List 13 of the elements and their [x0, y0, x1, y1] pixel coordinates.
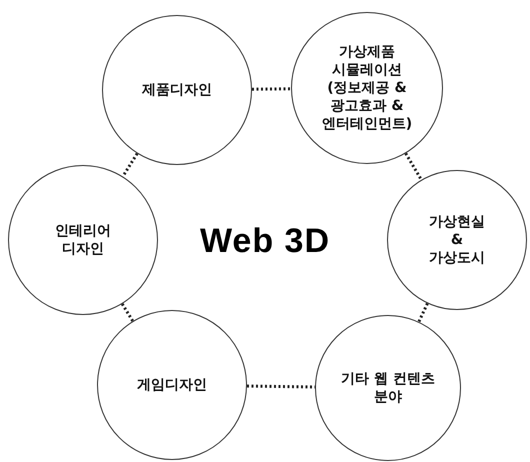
- dotted-connector: [417, 302, 429, 322]
- dotted-connector: [252, 87, 292, 91]
- topic-label: 인테리어 디자인: [54, 222, 112, 258]
- topic-label: 기타 웹 컨텐츠 분야: [340, 370, 436, 406]
- topic-label: 게임디자인: [136, 376, 208, 394]
- topic-label: 가상현실 & 가상도시: [428, 212, 486, 268]
- topic-label: 가상제품 시뮬레이션 (정보제공 & 광고효과 &엔터테인먼트): [320, 42, 414, 134]
- center-title: Web 3D: [198, 222, 332, 261]
- topic-label: 제품디자인: [140, 80, 213, 100]
- dotted-connector: [122, 152, 138, 178]
- dotted-connector: [246, 384, 316, 388]
- dotted-connector: [120, 303, 134, 322]
- dotted-connector: [404, 152, 423, 181]
